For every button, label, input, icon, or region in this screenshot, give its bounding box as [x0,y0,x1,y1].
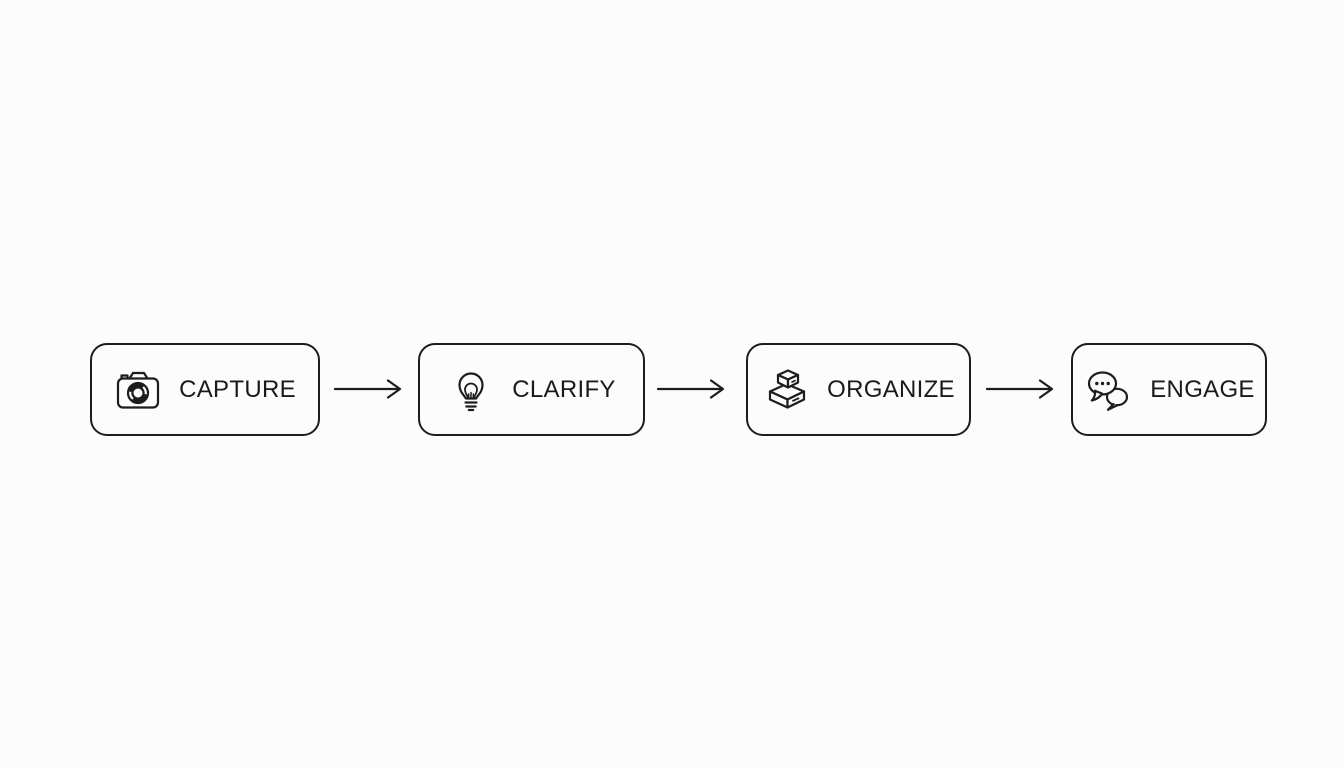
arrow-right-icon [333,376,404,407]
arrow-right-icon [985,376,1056,407]
arrow-right-icon [656,376,727,407]
step-label-clarify: CLARIFY [512,375,616,403]
step-label-organize: ORGANIZE [827,375,955,403]
step-label-capture: CAPTURE [179,375,296,403]
lightbulb-icon [447,366,495,414]
stacked-boxes-icon [762,366,810,414]
step-label-engage: ENGAGE [1150,375,1255,403]
step-engage: ENGAGE [1071,343,1267,436]
chat-bubbles-icon [1083,366,1133,414]
step-clarify: CLARIFY [418,343,645,436]
camera-icon [114,367,162,412]
step-capture: CAPTURE [90,343,320,436]
step-organize: ORGANIZE [746,343,971,436]
